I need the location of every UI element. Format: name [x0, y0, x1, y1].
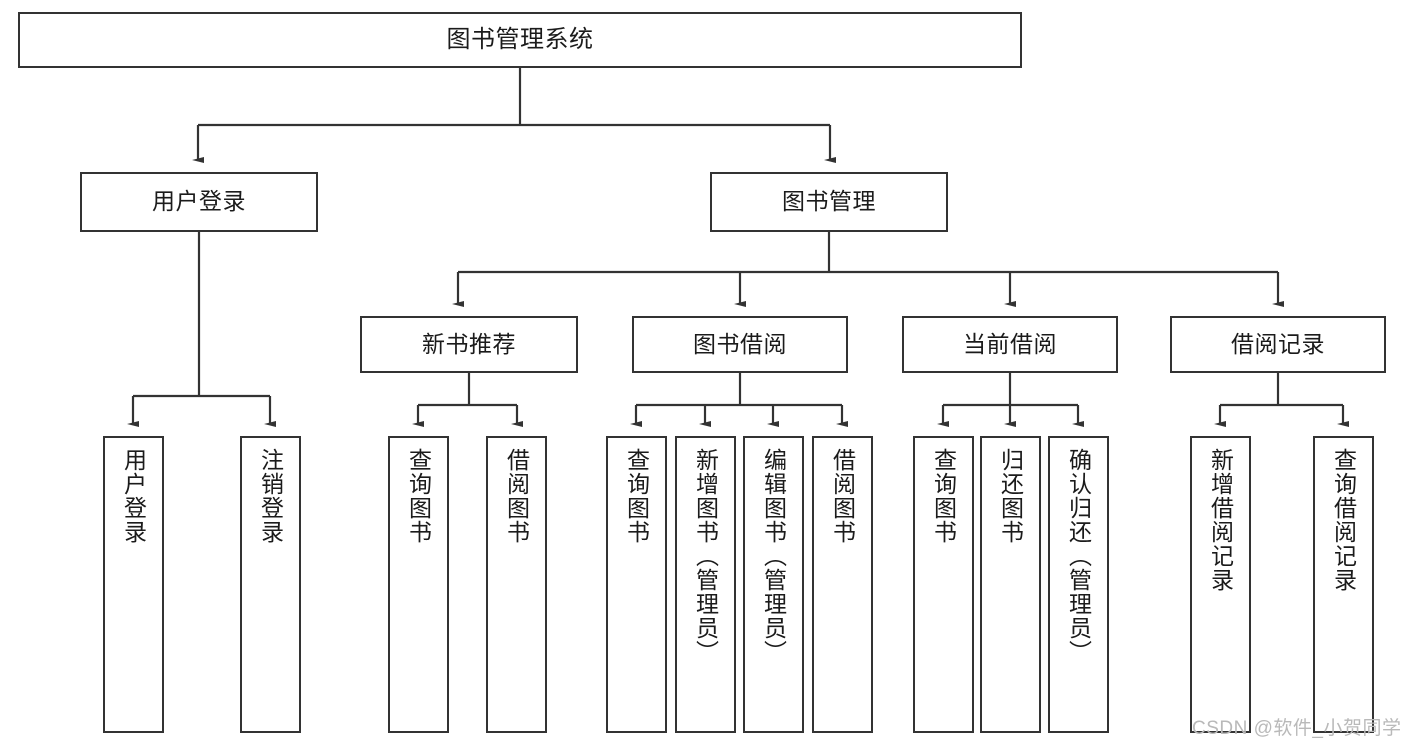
- node-leaf-query-record-label: 查询借阅记录: [1330, 448, 1357, 592]
- node-root[interactable]: 图书管理系统: [18, 12, 1022, 68]
- node-leaf-confirm-return-label: 确认归还（管理员）: [1065, 448, 1092, 664]
- node-leaf-query-book-1[interactable]: 查询图书: [388, 436, 449, 733]
- node-leaf-add-record-label: 新增借阅记录: [1207, 448, 1234, 592]
- node-leaf-user-login[interactable]: 用户登录: [103, 436, 164, 733]
- node-book-borrow[interactable]: 图书借阅: [632, 316, 848, 373]
- node-book-borrow-label: 图书借阅: [693, 330, 787, 357]
- node-leaf-edit-book[interactable]: 编辑图书（管理员）: [743, 436, 804, 733]
- node-new-book-rec-label: 新书推荐: [422, 330, 516, 357]
- node-leaf-user-logout[interactable]: 注销登录: [240, 436, 301, 733]
- node-leaf-borrow-book-2-label: 借阅图书: [829, 448, 856, 544]
- node-leaf-user-login-label: 用户登录: [120, 448, 147, 544]
- node-leaf-add-book[interactable]: 新增图书（管理员）: [675, 436, 736, 733]
- node-leaf-add-book-label: 新增图书（管理员）: [692, 448, 719, 664]
- node-book-manage-label: 图书管理: [782, 188, 876, 215]
- watermark: CSDN @软件_小贺同学: [1192, 718, 1402, 739]
- node-leaf-return-book[interactable]: 归还图书: [980, 436, 1041, 733]
- node-user-login[interactable]: 用户登录: [80, 172, 318, 232]
- node-leaf-borrow-book-2[interactable]: 借阅图书: [812, 436, 873, 733]
- node-leaf-query-book-1-label: 查询图书: [405, 448, 432, 544]
- node-leaf-query-record[interactable]: 查询借阅记录: [1313, 436, 1374, 733]
- node-leaf-add-record[interactable]: 新增借阅记录: [1190, 436, 1251, 733]
- node-root-label: 图书管理系统: [446, 25, 594, 53]
- node-leaf-borrow-book-1[interactable]: 借阅图书: [486, 436, 547, 733]
- node-book-manage[interactable]: 图书管理: [710, 172, 948, 232]
- node-current-borrow-label: 当前借阅: [963, 330, 1057, 357]
- node-leaf-confirm-return[interactable]: 确认归还（管理员）: [1048, 436, 1109, 733]
- node-leaf-query-book-3-label: 查询图书: [930, 448, 957, 544]
- node-borrow-record-label: 借阅记录: [1231, 330, 1325, 357]
- node-new-book-rec[interactable]: 新书推荐: [360, 316, 578, 373]
- node-user-login-label: 用户登录: [152, 188, 246, 215]
- node-leaf-query-book-2-label: 查询图书: [623, 448, 650, 544]
- node-current-borrow[interactable]: 当前借阅: [902, 316, 1118, 373]
- node-leaf-return-book-label: 归还图书: [997, 448, 1024, 544]
- node-leaf-user-logout-label: 注销登录: [257, 448, 284, 544]
- node-leaf-query-book-2[interactable]: 查询图书: [606, 436, 667, 733]
- node-leaf-borrow-book-1-label: 借阅图书: [503, 448, 530, 544]
- node-leaf-edit-book-label: 编辑图书（管理员）: [760, 448, 787, 664]
- node-leaf-query-book-3[interactable]: 查询图书: [913, 436, 974, 733]
- node-borrow-record[interactable]: 借阅记录: [1170, 316, 1386, 373]
